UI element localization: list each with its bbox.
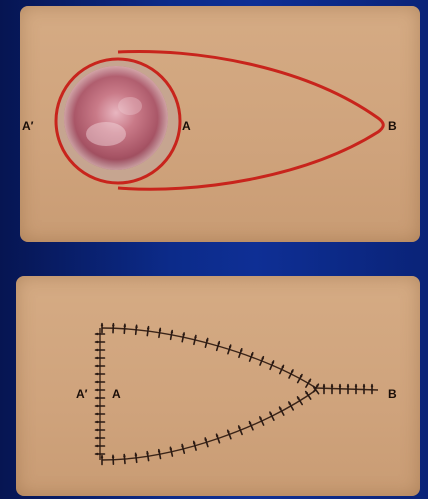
suture-knot [323, 385, 325, 387]
suture-knot [289, 402, 291, 404]
suture-knot [183, 333, 185, 335]
excision-design-panel: A′ A B [20, 6, 420, 242]
suture-knot [96, 437, 98, 439]
suture-knot [96, 453, 98, 455]
closure-incision-line [102, 390, 316, 460]
suture-knot [313, 387, 315, 389]
sutured-closure-panel: A′ A B [16, 276, 420, 496]
suture-knot [101, 456, 103, 458]
suture-knot [306, 392, 308, 394]
suture-knot [371, 385, 373, 387]
label-a: A [112, 387, 121, 401]
suture-knot [205, 439, 207, 441]
label-a-prime: A′ [76, 387, 88, 401]
suture-knot [96, 445, 98, 447]
suture-knot [270, 413, 272, 415]
suture-stitches [96, 324, 374, 465]
suture-knot [159, 329, 161, 331]
suture-knot [316, 385, 318, 387]
suture-knot [218, 342, 220, 344]
suture-knot [96, 389, 98, 391]
suture-knot [291, 370, 293, 372]
suture-knot [96, 357, 98, 359]
suture-knot [347, 385, 349, 387]
suture-knot [249, 422, 251, 424]
suture-knot [147, 327, 149, 329]
suture-knot [96, 373, 98, 375]
suture-knot [279, 408, 281, 410]
suture-knot [135, 454, 137, 456]
suture-knot [331, 385, 333, 387]
suture-knot [96, 381, 98, 383]
suture-knot [101, 324, 103, 326]
suture-knot [259, 417, 261, 419]
suture-knot [181, 445, 183, 447]
suture-knot [112, 456, 114, 458]
label-a: A [182, 119, 191, 133]
suture-knot [300, 375, 302, 377]
suture-knot [96, 405, 98, 407]
suture-knot [216, 435, 218, 437]
suture-knot [96, 365, 98, 367]
suture-knot [96, 413, 98, 415]
suture-knot [135, 326, 137, 328]
sutured-closure-diagram: A′ A B [16, 276, 420, 496]
suture-knot [240, 349, 242, 351]
suture-knot [282, 366, 284, 368]
suture-knot [238, 427, 240, 429]
wound-texture [86, 122, 126, 146]
suture-knot [96, 421, 98, 423]
suture-knot [262, 357, 264, 359]
suture-knot [123, 455, 125, 457]
label-a-prime: A′ [22, 119, 34, 133]
suture-knot [194, 336, 196, 338]
label-b: B [388, 119, 397, 133]
suture-knot [124, 325, 126, 327]
suture-knot [206, 339, 208, 341]
suture-knot [297, 397, 299, 399]
suture-knot [96, 341, 98, 343]
label-b: B [388, 387, 397, 401]
suture-knot [355, 385, 357, 387]
wound-rim [64, 66, 168, 170]
suture-knot [96, 333, 98, 335]
suture-knot [229, 346, 231, 348]
suture-knot [339, 385, 341, 387]
suture-knot [158, 450, 160, 452]
suture-knot [112, 324, 114, 326]
suture-knot [227, 431, 229, 433]
wound-texture [118, 97, 142, 115]
suture-knot [193, 442, 195, 444]
suture-knot [146, 452, 148, 454]
closure-incision-line [102, 328, 378, 390]
suture-knot [96, 429, 98, 431]
suture-knot [170, 448, 172, 450]
suture-knot [96, 349, 98, 351]
suture-knot [363, 385, 365, 387]
suture-knot [171, 331, 173, 333]
suture-knot [308, 380, 310, 382]
suture-knot [272, 361, 274, 363]
suture-knot [251, 353, 253, 355]
suture-knot [96, 397, 98, 399]
excision-design-diagram: A′ A B [20, 6, 420, 242]
